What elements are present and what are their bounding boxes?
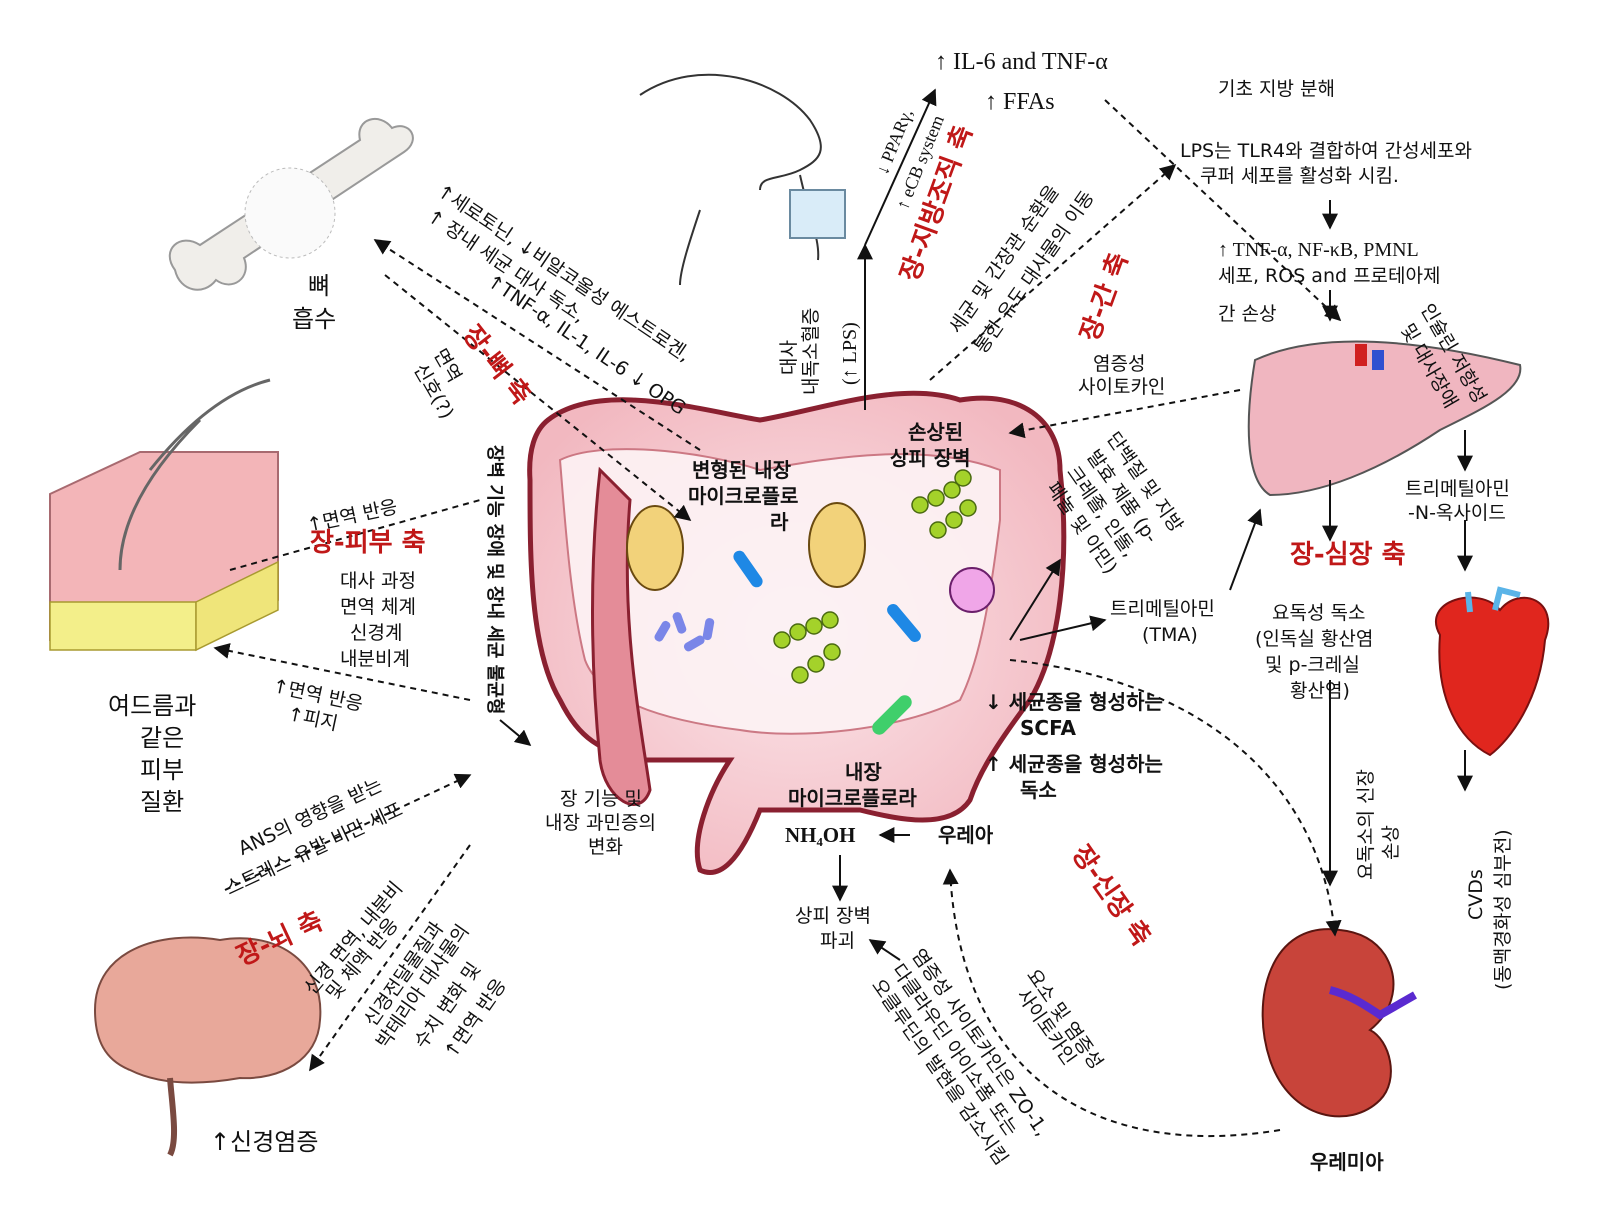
skin-list-3: 신경계 [350, 622, 403, 644]
altered-microflora-3: 라 [770, 510, 789, 534]
brain-illustration [93, 936, 322, 1157]
acne-line-4: 질환 [140, 788, 185, 816]
neuroinflammation-label: ↑신경염증 [210, 1128, 319, 1156]
scfa-line-1: ↓ 세균종을 형성하는 [985, 690, 1163, 714]
ibs-line-1: 장 기능 및 [560, 788, 642, 810]
uremic-line-4: 황산염) [1290, 680, 1350, 702]
ibs-line-2: 내장 과민증의 [545, 812, 656, 834]
liver-damage-label: 간 손상 [1218, 303, 1277, 325]
axis-skin: 장-피부 축 [310, 528, 426, 558]
lipolysis-label: 기초 지방 분해 [1218, 78, 1335, 100]
acne-line-3: 피부 [140, 756, 185, 784]
uremic-line-1: 요독성 독소 [1272, 602, 1366, 624]
damaged-barrier-2: 상피 장벽 [890, 446, 971, 470]
tnf-line-1: ↑ TNF-α, NF-κB, PMNL [1218, 239, 1419, 261]
axis-heart: 장-심장 축 [1290, 540, 1406, 570]
scfa-line-2: SCFA [1020, 716, 1076, 740]
cvd-line-2: (동맥경화성 심부전) [1492, 829, 1514, 990]
tma-line-1: 트리메틸아민 [1110, 598, 1215, 620]
bone-label-2: 흡수 [292, 305, 337, 333]
skin-illustration [49, 378, 279, 652]
abdomen-illustration [639, 73, 846, 286]
heart-illustration [1435, 586, 1550, 757]
acne-line-2: 같은 [140, 724, 185, 752]
skin-list-4: 내분비계 [340, 648, 410, 670]
liver-illustration [1247, 340, 1522, 497]
nh4oh-label: NH₄OH [785, 823, 856, 847]
uremic-line-2: (인독실 황산염 [1255, 628, 1374, 650]
cytokine-line-2: 사이토카인 [1078, 376, 1166, 398]
barrier-destruction-1: 상피 장벽 [795, 905, 871, 927]
microflora-line-2: 마이크로플로라 [788, 786, 917, 810]
skin-list-2: 면역 체계 [340, 596, 416, 618]
altered-microflora-2: 마이크로플로 [688, 484, 799, 508]
relation-arrows [213, 88, 1473, 1138]
barrier-destruction-2: 파괴 [820, 930, 855, 952]
ffas-label: ↑ FFAs [985, 89, 1055, 115]
endotoxemia-line-2: 내독소혈증 [800, 307, 822, 395]
altered-microflora-1: 변형된 내장 [692, 458, 791, 482]
cvd-line-1: CVDs [1465, 869, 1487, 920]
uremia-label: 우레미아 [1310, 1150, 1384, 1174]
uremic-line-3: 및 p-크레실 [1265, 654, 1360, 676]
bone-label-1: 뼈 [308, 272, 331, 300]
uremic-damage-2: 손상 [1380, 825, 1402, 860]
tma-line-2: (TMA) [1142, 624, 1198, 646]
tmao-line-2: -N-옥사이드 [1408, 502, 1506, 524]
tnf-line-2: 세포, ROS and 프로테아제 [1218, 265, 1441, 287]
endotoxemia-line-1: 대사 [778, 340, 800, 375]
lps-line-2: 쿠퍼 세포를 활성화 시킴. [1200, 165, 1399, 187]
scfa-line-4: 독소 [1020, 778, 1057, 802]
lps-line-1: LPS는 TLR4와 결합하여 간성세포와 [1180, 140, 1472, 162]
tmao-line-1: 트리메틸아민 [1405, 478, 1510, 500]
endotoxemia-line-3: (↑ LPS) [839, 322, 861, 385]
uremic-damage-1: 요독소의 신장 [1355, 769, 1377, 880]
intestine-illustration [527, 390, 1067, 875]
damaged-barrier-1: 손상된 [908, 420, 964, 444]
cytokine-line-1: 염증성 [1093, 353, 1146, 375]
ibs-line-3: 변화 [588, 836, 623, 858]
microflora-line-1: 내장 [845, 760, 882, 784]
acne-line-1: 여드름과 [108, 692, 197, 720]
kidney-illustration [1261, 928, 1417, 1118]
barrier-dysfunction-vertical: 장벽 기능 장애 및 장내 세균 불균형 [484, 445, 505, 715]
skin-list-1: 대사 과정 [340, 570, 416, 592]
scfa-line-3: ↑ 세균종을 형성하는 [985, 752, 1163, 776]
urea-label: 우레아 [938, 823, 994, 847]
bone-illustration [168, 118, 414, 291]
il6-tnf-label: ↑ IL-6 and TNF-α [935, 49, 1108, 75]
